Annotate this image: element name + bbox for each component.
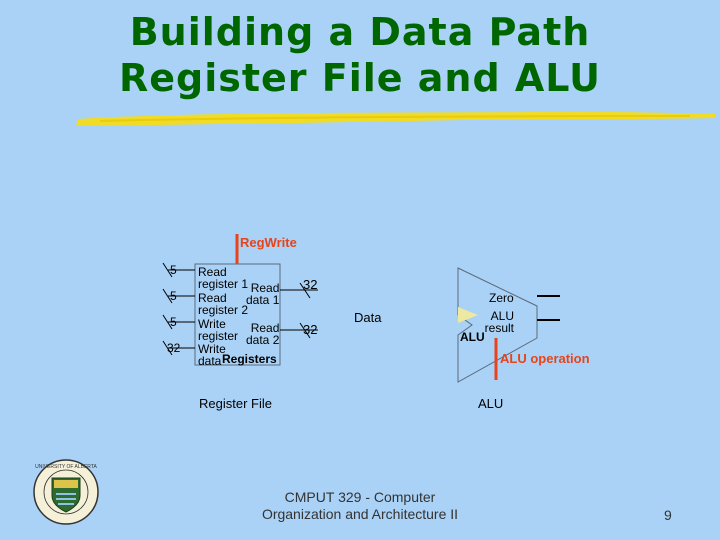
alu-caption: ALU (478, 396, 504, 411)
bus-width-label: 32 (167, 341, 181, 355)
output-bus-width-label: 32 (303, 322, 318, 337)
regwrite-label: RegWrite (240, 235, 297, 250)
course-footer: CMPUT 329 - Computer Organization and Ar… (250, 489, 470, 523)
bus-width-label: 5 (170, 263, 177, 277)
title-line-1: Building a Data Path (129, 10, 591, 54)
register-file-caption: Register File (199, 396, 272, 411)
output-bus-width-label: 32 (303, 277, 318, 292)
read-register-1-label: Read register 1 (198, 265, 249, 291)
bus-width-label: 5 (170, 315, 177, 329)
bus-width-label: 5 (170, 289, 177, 303)
title-line-2: Register File and ALU (118, 56, 602, 100)
zero-label: Zero (489, 291, 514, 305)
yellow-brush-underline (76, 111, 715, 126)
course-line-1: CMPUT 329 - Computer (284, 489, 436, 505)
write-data-label: Write data (198, 342, 226, 368)
read-data-2-label: Read data 2 (246, 321, 280, 347)
register-file-box (194, 263, 281, 366)
data-label: Data (354, 310, 382, 325)
read-register-2-label: Read register 2 (198, 291, 249, 317)
alu-notch-highlight (458, 307, 478, 323)
university-of-alberta-logo: UNIVERSITY OF ALBERTA (33, 459, 99, 525)
register-inputs (162, 262, 195, 356)
register-outputs (280, 282, 318, 339)
svg-text:UNIVERSITY OF ALBERTA: UNIVERSITY OF ALBERTA (35, 464, 97, 470)
read-data-1-label: Read data 1 (246, 281, 280, 307)
course-line-2: Organization and Architecture II (261, 506, 459, 522)
alu-name-label: ALU (460, 330, 485, 344)
alu-result-label: ALU result (484, 309, 514, 335)
write-register-label: Write register (198, 317, 239, 343)
registers-label: Registers (222, 352, 277, 366)
page-number: 9 (664, 507, 672, 523)
alu-operation-label: ALU operation (500, 351, 590, 366)
